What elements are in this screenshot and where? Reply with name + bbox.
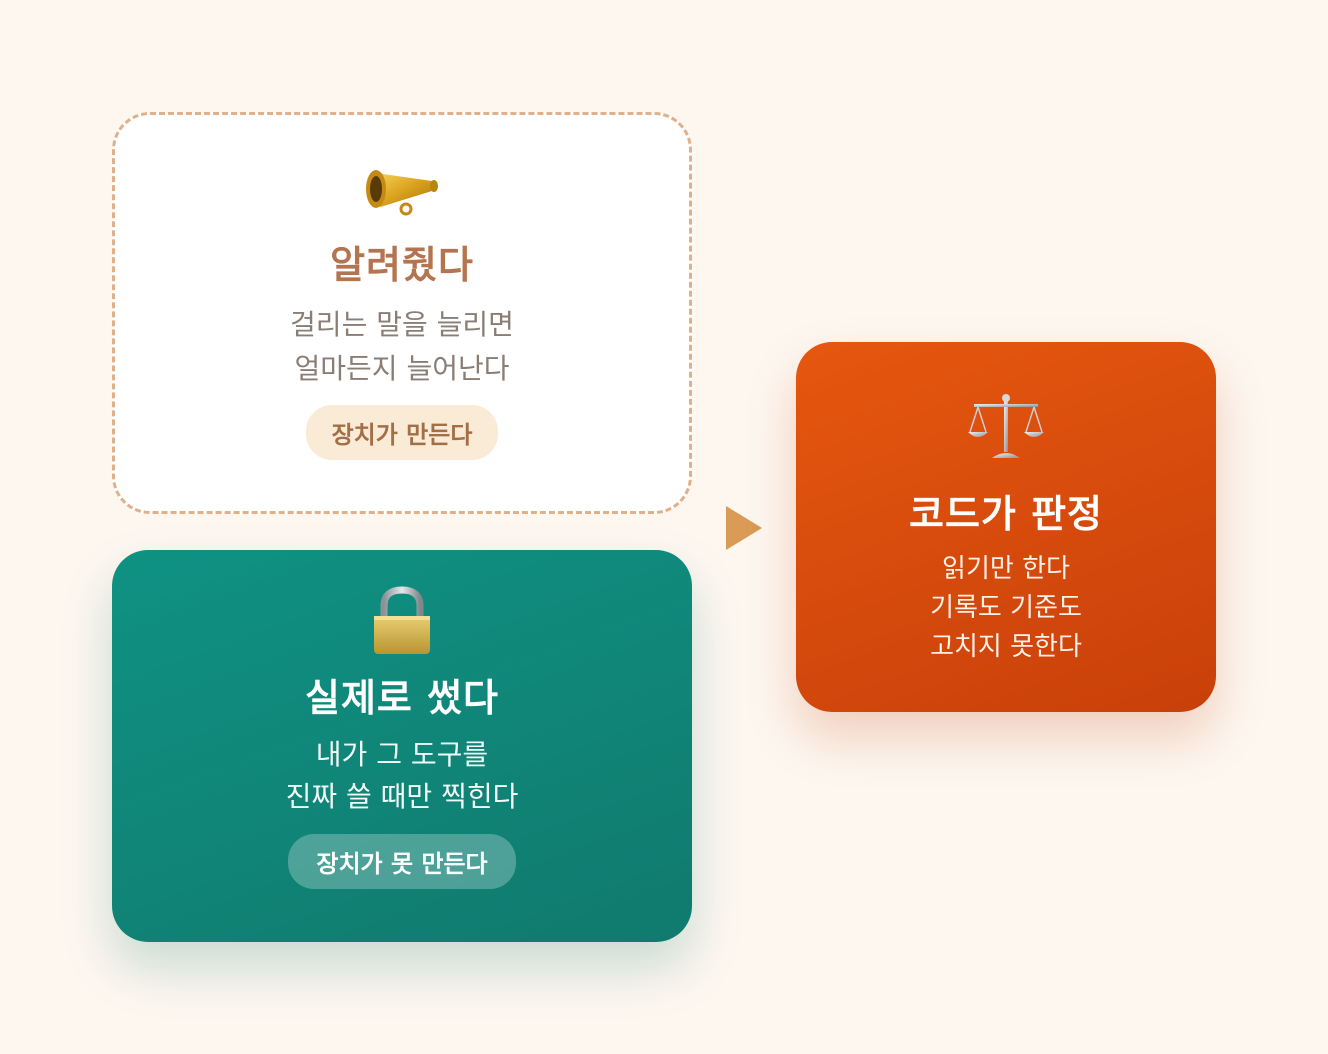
told-line-1: 걸리는 말을 늘리면 <box>290 307 514 341</box>
judge-title: 코드가 판정 <box>908 492 1104 536</box>
judge-line-2: 기록도 기준도 <box>930 592 1082 623</box>
judge-card: 코드가 판정 읽기만 한다 기록도 기준도 고치지 못한다 <box>796 342 1216 712</box>
told-card: 알려줬다 걸리는 말을 늘리면 얼마든지 늘어난다 장치가 만든다 <box>112 112 692 514</box>
judge-description: 읽기만 한다 기록도 기준도 고치지 못한다 <box>930 550 1082 667</box>
megaphone-icon <box>362 151 442 221</box>
scales-icon <box>968 392 1044 462</box>
told-title: 알려줬다 <box>330 243 474 287</box>
told-description: 걸리는 말을 늘리면 얼마든지 늘어난다 <box>290 303 514 391</box>
used-card: 실제로 썼다 내가 그 도구를 진짜 쓸 때만 찍힌다 장치가 못 만든다 <box>112 550 692 942</box>
told-badge: 장치가 만든다 <box>305 404 499 460</box>
judge-line-1: 읽기만 한다 <box>942 553 1070 584</box>
used-description: 내가 그 도구를 진짜 쓸 때만 찍힌다 <box>286 734 519 818</box>
judge-line-3: 고치지 못한다 <box>930 631 1082 662</box>
told-line-2: 얼마든지 늘어난다 <box>294 351 510 385</box>
used-line-2: 진짜 쓸 때만 찍힌다 <box>285 779 519 813</box>
lock-icon <box>370 586 434 658</box>
used-title: 실제로 썼다 <box>304 676 500 720</box>
used-badge: 장치가 못 만든다 <box>288 833 516 889</box>
flow-arrow-icon <box>726 506 762 550</box>
used-line-1: 내가 그 도구를 <box>315 737 489 771</box>
